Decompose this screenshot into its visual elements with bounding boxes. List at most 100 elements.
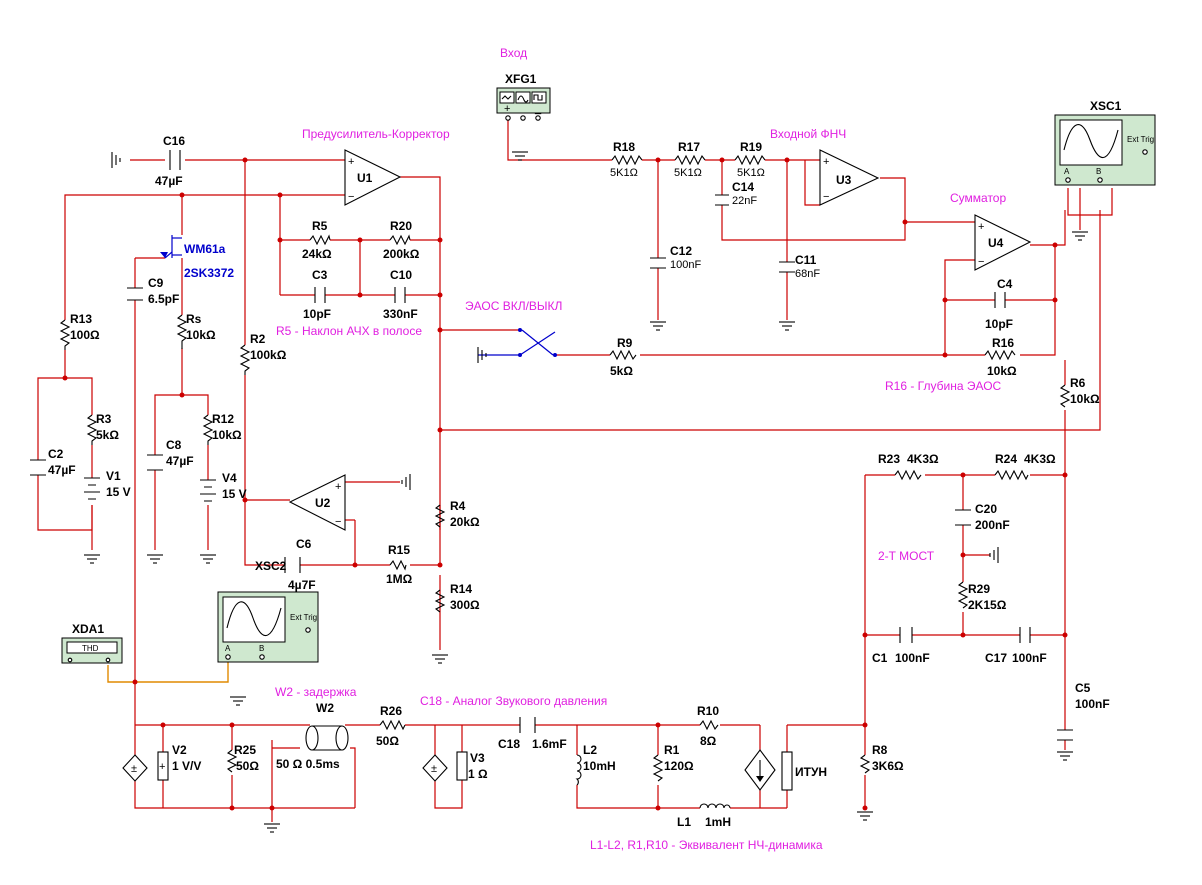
- svg-text:R16: R16: [992, 336, 1014, 350]
- u1-label: U1: [357, 171, 373, 185]
- svg-text:5kΩ: 5kΩ: [96, 428, 119, 442]
- annotation-eaos-switch: ЭАОС ВКЛ/ВЫКЛ: [465, 299, 562, 313]
- svg-text:±: ±: [131, 763, 137, 775]
- ground-icon: [1071, 231, 1089, 241]
- svg-text:120Ω: 120Ω: [664, 759, 694, 773]
- annotation-w2: W2 - задержка: [275, 685, 357, 699]
- svg-text:68nF: 68nF: [795, 268, 820, 280]
- svg-text:R24: R24: [995, 452, 1017, 466]
- source-v3[interactable]: ±: [422, 751, 468, 782]
- svg-text:8Ω: 8Ω: [700, 734, 717, 748]
- inductor-bodies: [575, 754, 731, 809]
- svg-text:R14: R14: [450, 582, 472, 596]
- jfet-wm61a[interactable]: [160, 235, 182, 259]
- svg-text:R5: R5: [312, 219, 328, 233]
- ground-icon: [511, 151, 529, 161]
- svg-text:330nF: 330nF: [383, 307, 418, 321]
- svg-text:6.5pF: 6.5pF: [148, 292, 179, 306]
- svg-text:15 V: 15 V: [222, 487, 247, 501]
- svg-text:50Ω: 50Ω: [376, 734, 399, 748]
- opamp-u2[interactable]: + − U2: [288, 474, 346, 531]
- svg-text:4K3Ω: 4K3Ω: [1024, 452, 1056, 466]
- svg-text:10kΩ: 10kΩ: [186, 328, 216, 342]
- svg-text:47µF: 47µF: [48, 463, 76, 477]
- svg-text:A: A: [225, 644, 231, 653]
- annotation-bridge: 2-T МОСТ: [878, 549, 935, 563]
- source-itun[interactable]: [744, 749, 793, 791]
- svg-text:R1: R1: [664, 743, 680, 757]
- svg-text:+: +: [978, 221, 984, 233]
- svg-text:10pF: 10pF: [985, 317, 1013, 331]
- svg-text:+: +: [823, 156, 829, 168]
- svg-text:24kΩ: 24kΩ: [302, 247, 332, 261]
- function-generator-xfg1[interactable]: + _ XFG1: [496, 72, 551, 121]
- ground-icon: [778, 321, 796, 331]
- ground-icon: [856, 811, 874, 821]
- svg-text:300Ω: 300Ω: [450, 598, 480, 612]
- svg-text:R20: R20: [390, 219, 412, 233]
- svg-text:2SK3372: 2SK3372: [184, 266, 234, 280]
- svg-text:Ext Trig: Ext Trig: [290, 613, 317, 622]
- svg-text:1 Ω: 1 Ω: [468, 767, 488, 781]
- svg-text:B: B: [1096, 167, 1101, 176]
- svg-text:+: +: [335, 481, 341, 493]
- opamp-u4[interactable]: + − U4: [974, 214, 1032, 271]
- ground-icon: [229, 696, 247, 706]
- opamp-u1[interactable]: + − U1: [344, 149, 402, 206]
- transmission-line-w2[interactable]: [305, 725, 349, 751]
- svg-text:ИТУН: ИТУН: [795, 765, 827, 779]
- opamp-u3[interactable]: + − U3: [819, 149, 880, 206]
- svg-text:C5: C5: [1075, 681, 1091, 695]
- annotation-speaker: L1-L2, R1,R10 - Эквивалент НЧ-динамика: [590, 838, 823, 852]
- svg-text:22nF: 22nF: [732, 195, 757, 207]
- svg-text:1mH: 1mH: [705, 815, 731, 829]
- xsc2-label: XSC2: [255, 559, 287, 573]
- svg-text:+: +: [159, 761, 165, 773]
- svg-text:100nF: 100nF: [1012, 651, 1047, 665]
- ground-icon: [83, 554, 101, 564]
- svg-text:100nF: 100nF: [895, 651, 930, 665]
- oscilloscope-xsc2[interactable]: Ext Trig A B XSC2: [217, 559, 319, 663]
- svg-text:100nF: 100nF: [670, 259, 701, 271]
- svg-text:10kΩ: 10kΩ: [987, 364, 1017, 378]
- svg-text:−: −: [823, 191, 829, 203]
- svg-text:V4: V4: [222, 471, 237, 485]
- svg-text:200kΩ: 200kΩ: [383, 247, 420, 261]
- svg-text:B: B: [259, 644, 264, 653]
- svg-text:−: −: [335, 516, 341, 528]
- svg-text:R2: R2: [250, 332, 266, 346]
- svg-text:C8: C8: [166, 438, 182, 452]
- source-v2[interactable]: ± +: [122, 751, 169, 782]
- svg-text:10mH: 10mH: [583, 759, 616, 773]
- svg-text:C9: C9: [148, 276, 164, 290]
- oscilloscope-xsc1[interactable]: Ext Trig A B XSC1: [1054, 99, 1156, 186]
- u2-label: U2: [315, 496, 331, 510]
- xfg1-label: XFG1: [505, 72, 537, 86]
- resistor-bodies: [59, 154, 1071, 782]
- svg-text:100Ω: 100Ω: [70, 328, 100, 342]
- svg-text:5K1Ω: 5K1Ω: [610, 167, 638, 179]
- svg-text:+: +: [504, 103, 510, 115]
- svg-text:C4: C4: [997, 277, 1013, 291]
- svg-text:−: −: [348, 191, 354, 203]
- svg-text:±: ±: [431, 763, 437, 775]
- distortion-analyzer-xda1[interactable]: THD XDA1: [61, 622, 123, 664]
- annotation-r5: R5 - Наклон АЧХ в полосе: [276, 324, 422, 338]
- svg-text:50Ω: 50Ω: [236, 759, 259, 773]
- svg-text:R9: R9: [617, 336, 633, 350]
- svg-text:C20: C20: [975, 502, 997, 516]
- svg-text:C3: C3: [312, 268, 328, 282]
- svg-text:5K1Ω: 5K1Ω: [737, 167, 765, 179]
- svg-text:C18: C18: [498, 737, 520, 751]
- svg-text:WM61a: WM61a: [184, 242, 226, 256]
- svg-text:R13: R13: [70, 312, 92, 326]
- ground-icon: [146, 554, 164, 564]
- svg-text:3K6Ω: 3K6Ω: [872, 759, 904, 773]
- svg-text:Ext Trig: Ext Trig: [1127, 135, 1154, 144]
- svg-text:10kΩ: 10kΩ: [1070, 392, 1100, 406]
- svg-text:50 Ω 0.5ms: 50 Ω 0.5ms: [276, 757, 340, 771]
- eaos-switch[interactable]: [518, 328, 557, 357]
- annotation-input: Вход: [500, 46, 527, 60]
- ground-icon: [989, 546, 999, 564]
- svg-text:R25: R25: [234, 743, 256, 757]
